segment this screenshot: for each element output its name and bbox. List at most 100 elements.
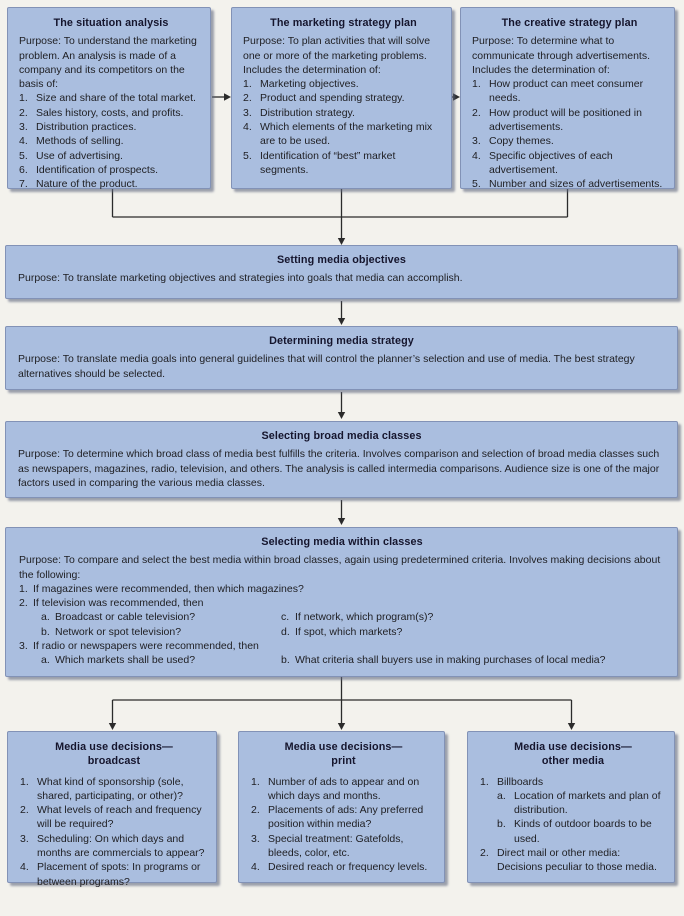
list-item-marker: 3. <box>19 640 28 653</box>
list-item-marker: b. <box>41 625 50 638</box>
arrow-setting-to-determining <box>337 301 346 325</box>
list-item: 5. Use of advertising. <box>19 149 203 163</box>
sub-list-item: c. If network, which program(s)? <box>281 610 684 624</box>
list-item-marker: 7. <box>19 178 28 191</box>
list-item-text: Sales history, costs, and profits. <box>36 106 184 119</box>
list-item: 3. Scheduling: On which days and months … <box>20 832 208 861</box>
list-item-marker: 4. <box>472 149 481 162</box>
numbered-list: 1. Billboards a. Location of markets and… <box>480 775 666 875</box>
sub-list-row: a. Which markets shall be used? b. What … <box>41 653 665 667</box>
list-item-marker: 6. <box>19 163 28 176</box>
list-item-text: Distribution practices. <box>36 121 137 134</box>
list-item: 3. Special treatment: Gatefolds, bleeds,… <box>251 832 436 861</box>
list-item-marker: a. <box>41 611 50 624</box>
list-item: 6. Identification of prospects. <box>19 163 203 177</box>
sub-list-item: b. What criteria shall buyers use in mak… <box>281 653 684 667</box>
list-item: 5. Number and sizes of advertisements. <box>472 177 667 191</box>
list-item-marker: c. <box>281 611 290 624</box>
list-item-text: Which markets shall be used? <box>55 654 196 667</box>
box-marketing-strategy-plan: The marketing strategy plan Purpose: To … <box>231 7 452 189</box>
list-item-text: Direct mail or other media: Decisions pe… <box>497 847 657 874</box>
list-item-marker: 2. <box>472 106 481 119</box>
numbered-list: 1. Marketing objectives. 2. Product and … <box>243 77 444 177</box>
list-item-marker: b. <box>497 818 506 831</box>
list-item: b. Kinds of outdoor boards to be used. <box>497 817 666 846</box>
list-item: 1. Billboards <box>480 775 666 789</box>
list-item-text: What levels of reach and frequency will … <box>37 804 202 831</box>
box-title: The situation analysis <box>53 17 169 29</box>
list-item-marker: 2. <box>251 804 260 817</box>
list-item-text: Broadcast or cable television? <box>55 611 196 624</box>
list-item-text: Distribution strategy. <box>260 106 355 119</box>
box-title: Determining media strategy <box>269 335 414 347</box>
list-item: 2. How product will be positioned in adv… <box>472 106 667 135</box>
list-item-text: Location of markets and plan of distribu… <box>514 789 661 817</box>
list-item-text: Desired reach or frequency levels. <box>268 861 428 874</box>
list-item: 4. Methods of selling. <box>19 134 203 148</box>
list-item: 3. If radio or newspapers were recommend… <box>19 639 665 653</box>
box-title: Selecting media within classes <box>261 536 423 548</box>
list-item-text: If spot, which markets? <box>295 625 403 638</box>
sub-list-row: b. Network or spot television? d. If spo… <box>41 625 665 639</box>
list-item-text: Number and sizes of advertisements. <box>489 178 663 191</box>
list-item: 2. Product and spending strategy. <box>243 91 444 105</box>
list-item-text: What criteria shall buyers use in making… <box>295 654 606 667</box>
list-item-text: Size and share of the total market. <box>36 92 196 105</box>
numbered-list: 1. Number of ads to appear and on which … <box>251 775 436 875</box>
list-item-marker: 2. <box>480 847 489 860</box>
list-item-text: Placement of spots: In programs or betwe… <box>37 861 201 888</box>
list-item-marker: 1. <box>251 775 260 788</box>
list-item-text: How product will be positioned in advert… <box>489 106 642 134</box>
list-item: 2. Sales history, costs, and profits. <box>19 106 203 120</box>
box-selecting-media-within-classes: Selecting media within classes Purpose: … <box>5 527 678 677</box>
numbered-list: 1. What kind of sponsorship (sole, share… <box>20 775 208 889</box>
list-item: 2. What levels of reach and frequency wi… <box>20 803 208 832</box>
box-title-line1: Media use decisions— <box>55 741 173 753</box>
list-item: 3. Distribution practices. <box>19 120 203 134</box>
list-item-marker: 1. <box>20 775 29 788</box>
box-title-line2: broadcast <box>87 755 141 768</box>
list-item: 3. Distribution strategy. <box>243 106 444 120</box>
list-item: 2. Direct mail or other media: Decisions… <box>480 846 666 875</box>
list-item-text: If television was recommended, then <box>33 597 204 610</box>
list-item-marker: 3. <box>243 106 252 119</box>
box-determining-media-strategy: Determining media strategy Purpose: To t… <box>5 326 678 390</box>
list-item-text: Marketing objectives. <box>260 78 359 91</box>
list-item: 1. How product can meet consumer needs. <box>472 77 667 106</box>
box-purpose: Purpose: To compare and select the best … <box>19 554 661 581</box>
list-item: 1. What kind of sponsorship (sole, share… <box>20 775 208 804</box>
box-title: Media use decisions— print <box>251 740 436 769</box>
list-item-text: Use of advertising. <box>36 149 123 162</box>
list-item-text: Scheduling: On which days and months are… <box>37 832 205 860</box>
list-item-text: Kinds of outdoor boards to be used. <box>514 818 652 845</box>
list-item-marker: 3. <box>472 135 481 148</box>
list-item: 1. Size and share of the total market. <box>19 91 203 105</box>
box-title: Selecting broad media classes <box>261 430 422 442</box>
list-item: 2. Placements of ads: Any preferred posi… <box>251 803 436 832</box>
list-item-text: Copy themes. <box>489 135 554 148</box>
box-title: Setting media objectives <box>277 254 406 266</box>
sub-list-item: b. Network or spot television? <box>41 625 665 639</box>
numbered-list: 1. Size and share of the total market. 2… <box>19 91 203 191</box>
box-title: The creative strategy plan <box>501 17 638 29</box>
list-item-marker: 4. <box>243 121 252 134</box>
list-item-text: Product and spending strategy. <box>260 92 405 105</box>
list-item-marker: 1. <box>19 582 28 595</box>
list-item-marker: 1. <box>472 78 481 91</box>
list-item: 4. Which elements of the marketing mix a… <box>243 120 444 149</box>
list-item: 4. Placement of spots: In programs or be… <box>20 860 208 889</box>
numbered-list: 1. How product can meet consumer needs. … <box>472 77 667 191</box>
list-item-text: If radio or newspapers were recommended,… <box>33 640 259 653</box>
box-title: The marketing strategy plan <box>270 17 417 29</box>
box-creative-strategy-plan: The creative strategy plan Purpose: To d… <box>460 7 675 191</box>
box-purpose: Purpose: To determine what to communicat… <box>472 35 651 76</box>
box-title: Media use decisions— broadcast <box>20 740 208 769</box>
arrow-situation-to-marketing <box>212 93 231 101</box>
list-item: a. Location of markets and plan of distr… <box>497 789 666 818</box>
arrow-broad-to-within <box>337 500 346 525</box>
list-item: 1. Number of ads to appear and on which … <box>251 775 436 804</box>
box-purpose: Purpose: To understand the marketing pro… <box>19 35 197 91</box>
list-item-text: Special treatment: Gatefolds, bleeds, co… <box>268 832 404 860</box>
